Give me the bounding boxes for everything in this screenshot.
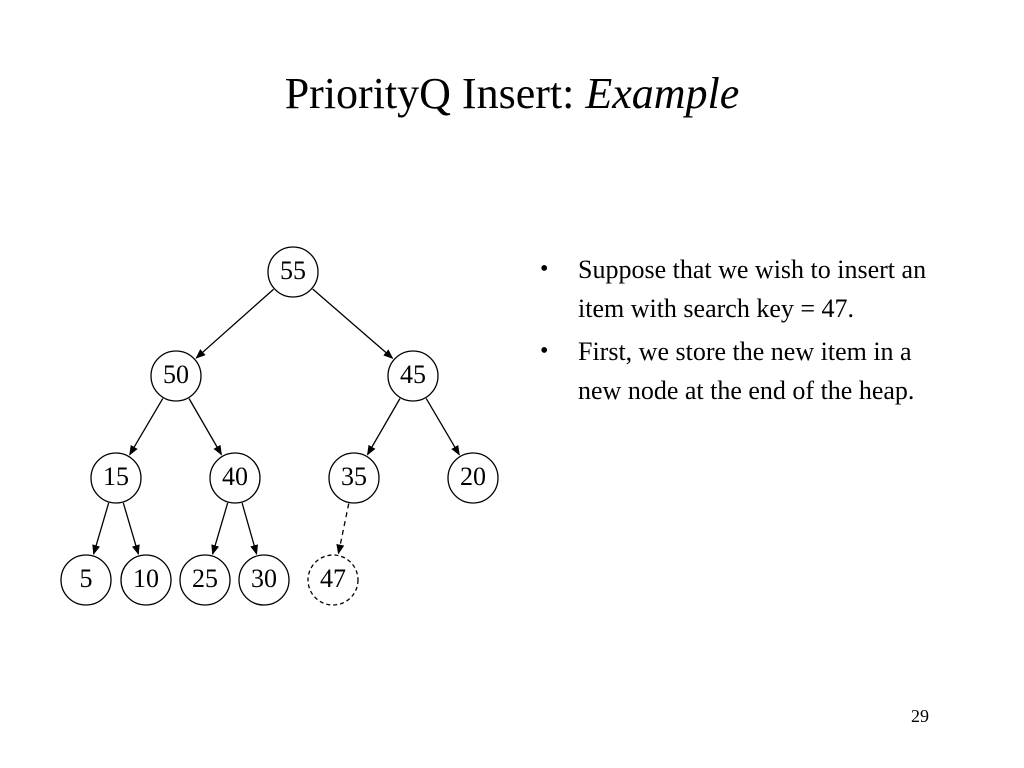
slide-title-main: PriorityQ Insert: <box>284 69 586 118</box>
bullet-item: • Suppose that we wish to insert an item … <box>540 250 940 328</box>
heap-node-label: 30 <box>251 564 277 593</box>
heap-node-label: 47 <box>320 564 346 593</box>
heap-node-circle <box>307 554 359 606</box>
heap-node-circle <box>60 554 112 606</box>
heap-node-45: 45 <box>387 350 439 402</box>
heap-node-47: 47 <box>307 554 359 606</box>
heap-node-55: 55 <box>267 246 319 298</box>
heap-node-label: 40 <box>222 462 248 491</box>
heap-node-label: 5 <box>80 564 93 593</box>
bullet-item: • First, we store the new item in a new n… <box>540 332 940 410</box>
heap-node-50: 50 <box>150 350 202 402</box>
edge-45-to-20 <box>425 398 460 456</box>
edge-40-to-30 <box>241 502 259 555</box>
edge-35-to-47 <box>336 503 350 555</box>
heap-node-label: 20 <box>460 462 486 491</box>
edge-55-to-45 <box>312 288 394 359</box>
heap-node-circle <box>238 554 290 606</box>
heap-node-label: 35 <box>341 462 367 491</box>
bullet-list: • Suppose that we wish to insert an item … <box>540 250 940 414</box>
slide-title-emphasis: Example <box>585 69 740 118</box>
heap-node-label: 15 <box>103 462 129 491</box>
bullet-text: First, we store the new item in a new no… <box>578 337 915 405</box>
edge-50-to-40 <box>188 398 223 456</box>
bullet-icon: • <box>540 338 549 364</box>
heap-node-30: 30 <box>238 554 290 606</box>
edge-40-to-25 <box>211 502 229 556</box>
edge-15-to-10 <box>122 502 140 556</box>
heap-nodes: 55 50 45 15 40 35 20 5 10 25 30 47 <box>60 246 499 606</box>
heap-node-circle <box>328 452 380 504</box>
heap-node-circle <box>150 350 202 402</box>
bullet-text: Suppose that we wish to insert an item w… <box>578 255 927 323</box>
heap-node-label: 50 <box>163 360 189 389</box>
heap-node-circle <box>120 554 172 606</box>
heap-node-circle <box>387 350 439 402</box>
heap-node-15: 15 <box>90 452 142 504</box>
heap-node-circle <box>179 554 231 606</box>
heap-node-label: 45 <box>400 360 426 389</box>
slide-title: PriorityQ Insert: Example <box>0 66 1024 122</box>
heap-node-35: 35 <box>328 452 380 504</box>
edge-15-to-5 <box>92 502 110 556</box>
heap-node-40: 40 <box>209 452 261 504</box>
heap-node-20: 20 <box>447 452 499 504</box>
heap-node-25: 25 <box>179 554 231 606</box>
edge-50-to-15 <box>129 398 164 456</box>
bullet-icon: • <box>540 256 549 282</box>
heap-node-label: 25 <box>192 564 218 593</box>
heap-node-label: 55 <box>280 256 306 285</box>
page-number: 29 <box>911 706 929 726</box>
edge-45-to-35 <box>366 398 401 456</box>
heap-node-10: 10 <box>120 554 172 606</box>
heap-node-circle <box>267 246 319 298</box>
heap-edges <box>92 288 460 556</box>
heap-node-circle <box>209 452 261 504</box>
heap-node-circle <box>90 452 142 504</box>
heap-node-circle <box>447 452 499 504</box>
heap-node-label: 10 <box>133 564 159 593</box>
heap-node-5: 5 <box>60 554 112 606</box>
edge-55-to-50 <box>195 288 274 359</box>
